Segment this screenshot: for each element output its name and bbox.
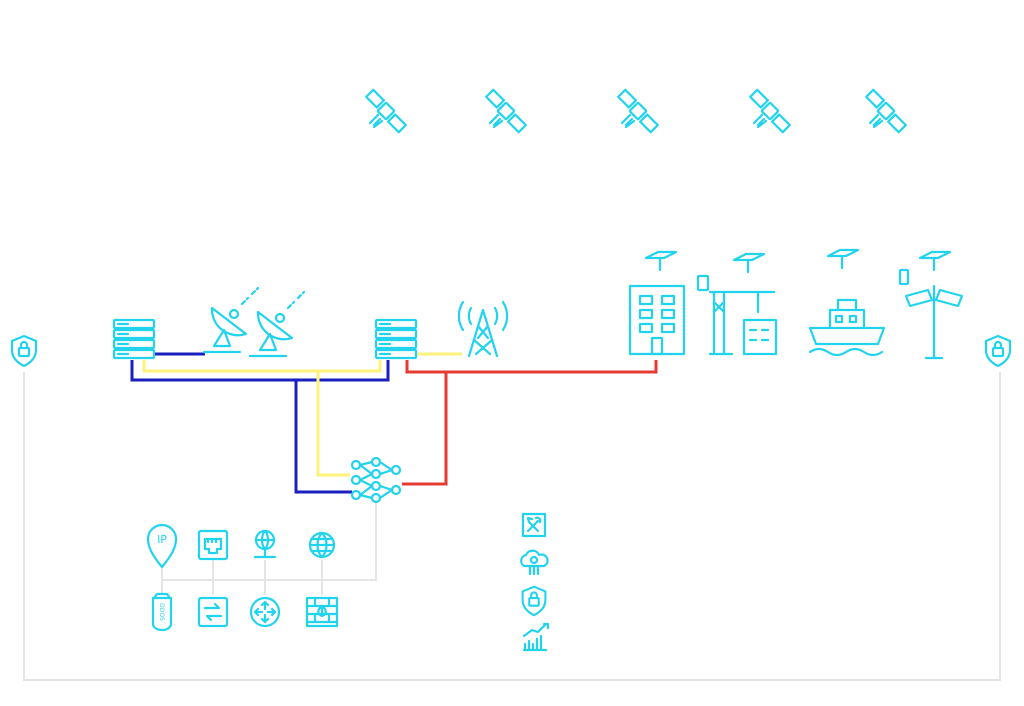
globe-node-icon [253,529,277,559]
shield-lock-icon [984,334,1012,368]
gray-link-branches [161,560,323,595]
remote-sites [628,248,964,360]
ground-station [112,286,509,360]
satellite-dish-icon [202,286,260,354]
satellite-icon [365,88,407,134]
ip-location-icon: IP [146,523,178,569]
firewall-icon [305,596,339,628]
satellite-icon [617,88,659,134]
satellite-dish-icon [248,290,306,358]
growth-chart-icon [522,622,550,652]
globe-icon [308,531,336,559]
satellite-icon [749,88,791,134]
ip-label: IP [157,533,167,546]
neural-network-icon [350,456,402,504]
services [520,512,550,652]
server-rack-icon [374,318,418,360]
network-functions: IP DDOS [146,523,339,632]
shield-lock-icon [521,585,547,617]
cloud-settings-icon [520,549,549,576]
yellow-link-racks [142,352,462,477]
server-rack-icon [112,318,156,360]
ddos-label: DDOS [158,603,165,621]
office-building-icon [628,250,686,356]
shield-lock-icon [10,334,38,368]
ship-icon [808,248,886,357]
gray-link-perimeter [23,372,1001,681]
gray-link-hub-to-network [162,500,377,581]
satellite-icon [865,88,907,134]
satellite-icon [485,88,527,134]
construction-crane-icon [696,252,778,356]
switch-icon [197,596,229,628]
satellites [365,88,907,134]
router-icon [249,596,281,628]
connection-lines [23,352,1001,681]
repair-tools-icon [521,512,547,538]
ddos-bomb-icon: DDOS [151,592,173,632]
radio-tower-icon [457,300,509,358]
ethernet-port-icon [197,529,229,561]
blue-link-backbone [130,360,390,494]
red-link-sites [402,360,658,486]
security-camera-pole-icon [898,250,964,360]
